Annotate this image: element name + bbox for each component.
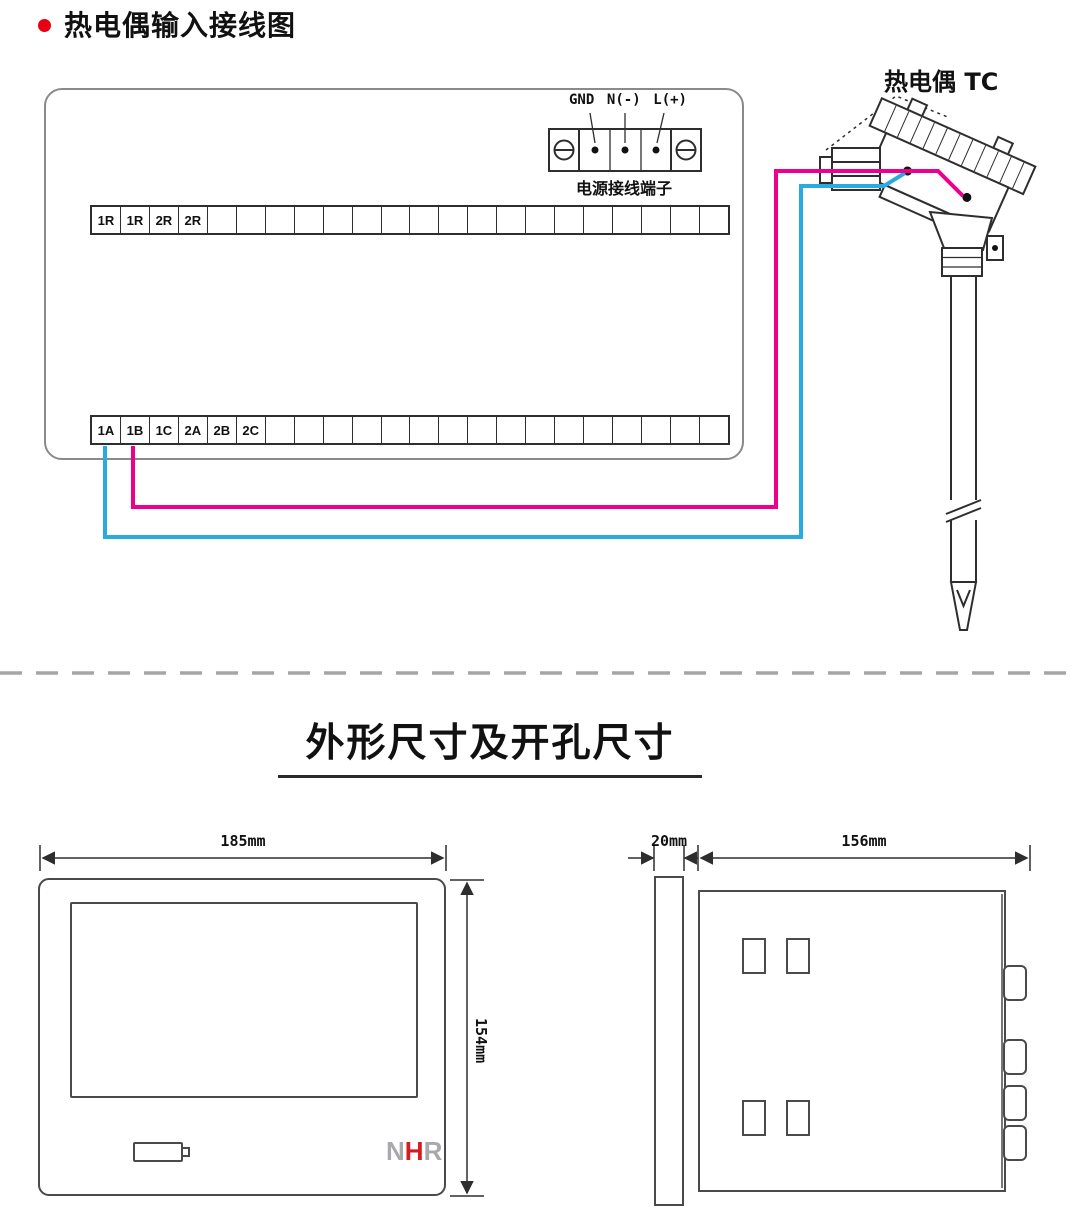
probe-tube (950, 275, 977, 583)
terminal-cell (613, 417, 643, 443)
head-terminal-dot (962, 192, 972, 202)
terminal-cell (382, 207, 411, 233)
terminal-cell (410, 417, 440, 443)
thermocouple-drawing (819, 95, 1037, 631)
terminal-cell (497, 207, 527, 233)
terminal-cell (324, 207, 353, 233)
terminal-cell (468, 417, 498, 443)
logo-letter: N (386, 1136, 405, 1166)
terminal-cell (613, 207, 643, 233)
terminal-cell (266, 417, 295, 443)
dimensions-section-title: 外形尺寸及开孔尺寸 (278, 712, 702, 778)
power-terminal-caption: 电源接线端子 (575, 179, 672, 198)
terminal-cell (353, 207, 382, 233)
terminal-cell: 1R (121, 207, 150, 233)
neutral-label: N(-) (606, 92, 641, 108)
terminal-cell (439, 417, 469, 443)
terminal-cell (671, 417, 701, 443)
logo-letter: H (404, 1136, 424, 1166)
terminal-cell: 1B (121, 417, 150, 443)
front-view-outline (38, 878, 446, 1196)
head-terminal-dot (903, 166, 913, 176)
gnd-label: GND (569, 92, 595, 108)
bullet-icon (38, 19, 51, 32)
thermocouple-head (865, 96, 1037, 237)
probe-tip-v-mark (956, 589, 971, 609)
terminal-cell: 1R (92, 207, 121, 233)
power-terminal-labels: GND N(-) L(+) (569, 92, 687, 108)
terminal-cell: 2B (208, 417, 237, 443)
terminal-cell: 2R (150, 207, 179, 233)
terminal-cell (555, 417, 585, 443)
terminal-cell (353, 417, 382, 443)
logo-letter: R (423, 1136, 443, 1166)
terminal-cell: 2C (237, 417, 266, 443)
front-height-dim-label: 154mm (472, 1018, 490, 1064)
terminal-cell (497, 417, 527, 443)
probe-tip (949, 581, 978, 631)
mounting-clip (1003, 1085, 1027, 1121)
probe-break-mark (945, 507, 982, 523)
hex-fitting-pipe (819, 156, 833, 184)
terminal-cell (237, 207, 266, 233)
battery-slot-nub-icon (183, 1147, 190, 1157)
side-view-bezel (654, 876, 684, 1206)
terminal-cell (295, 417, 324, 443)
probe-break-mark (945, 499, 982, 515)
terminal-cell (439, 207, 469, 233)
terminal-cell: 1A (92, 417, 121, 443)
hex-fitting (831, 147, 881, 191)
terminal-cell (468, 207, 498, 233)
neck-side-box (986, 235, 1004, 261)
terminal-cell: 1C (150, 417, 179, 443)
terminal-cell (382, 417, 411, 443)
mounting-clip (1003, 965, 1027, 1001)
terminal-cell (555, 207, 585, 233)
terminal-cell (642, 417, 672, 443)
thermocouple-cover-dashed-line (825, 95, 951, 151)
terminal-cell (526, 207, 556, 233)
terminal-cell: 2A (179, 417, 208, 443)
terminal-cell (700, 207, 728, 233)
terminal-cell (700, 417, 728, 443)
side-view-connector (786, 1100, 810, 1136)
thermocouple-label: 热电偶 TC (884, 68, 999, 96)
side-depth-dim-label: 156mm (841, 832, 887, 850)
side-view-connector (742, 938, 766, 974)
side-view-connector (742, 1100, 766, 1136)
terminal-cell (208, 207, 237, 233)
thermocouple-neck (928, 210, 994, 252)
recorder-panel-outline (44, 88, 744, 460)
battery-slot-icon (133, 1142, 183, 1162)
terminal-cell (642, 207, 672, 233)
terminal-cell (526, 417, 556, 443)
terminal-cell (584, 417, 614, 443)
terminal-cell (295, 207, 324, 233)
terminal-cell (324, 417, 353, 443)
side-view-connector (786, 938, 810, 974)
side-view-body (698, 890, 1006, 1192)
live-label: L(+) (653, 92, 687, 108)
terminal-cell (584, 207, 614, 233)
terminal-cell (266, 207, 295, 233)
terminal-cell: 2R (179, 207, 208, 233)
bezel-width-dim-label: 20mm (650, 832, 688, 850)
wiring-section-title: 热电偶输入接线图 (64, 9, 297, 42)
probe-collar (941, 247, 983, 277)
front-width-dim-label: 185mm (220, 832, 266, 850)
mounting-clip (1003, 1039, 1027, 1075)
brand-logo: NHR (386, 1136, 442, 1167)
terminal-cell (671, 207, 701, 233)
front-view-screen (70, 902, 418, 1098)
terminal-cell (410, 207, 440, 233)
mounting-clip (1003, 1125, 1027, 1161)
